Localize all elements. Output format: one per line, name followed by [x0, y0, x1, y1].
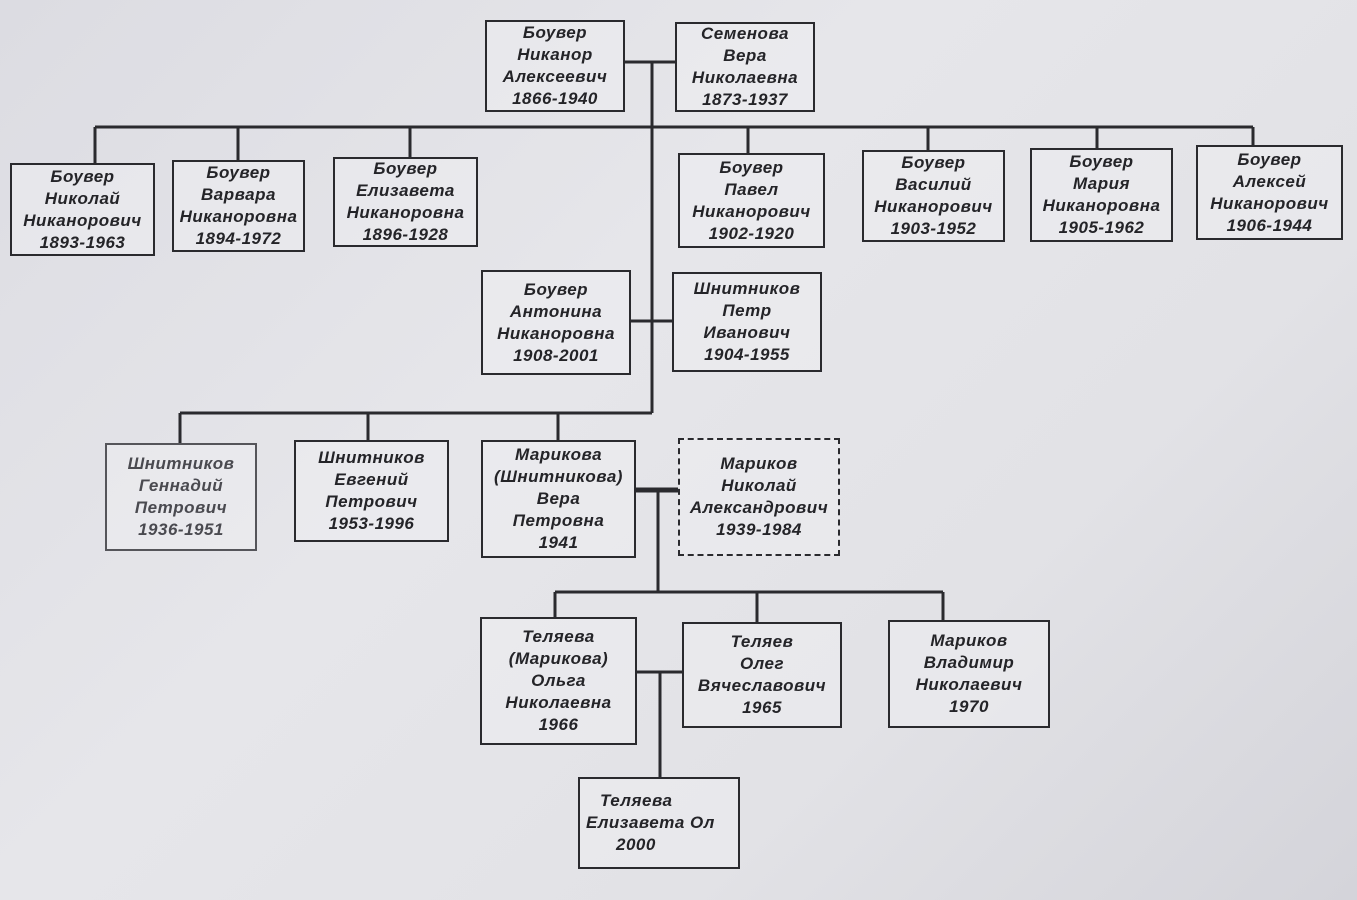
patronymic: Петрович — [325, 492, 418, 511]
years: 1893-1963 — [39, 232, 126, 252]
years: 1894-1972 — [195, 229, 282, 248]
years: 1905-1962 — [1058, 218, 1145, 237]
first-name: Антонина — [509, 301, 603, 321]
years: 1965 — [742, 698, 782, 717]
surname: Боувер — [523, 279, 589, 299]
first-name: Мария — [1072, 174, 1131, 193]
first-name: Николай — [721, 476, 797, 495]
patronymic: Никанорович — [1210, 193, 1329, 213]
surname: Теляева — [522, 627, 595, 646]
surname: Боувер — [1237, 149, 1302, 169]
patronymic: Иванович — [703, 323, 791, 342]
surname: Шнитников — [693, 279, 801, 298]
patronymic: Никанорович — [23, 210, 142, 230]
patronymic: Николаевна — [505, 693, 612, 712]
first-name: Василий — [895, 175, 972, 194]
surname: Боувер — [373, 159, 438, 178]
years: 2000 — [616, 835, 656, 854]
years: 1896-1928 — [362, 225, 449, 244]
surname: Боувер — [719, 157, 784, 177]
surname: Мариков — [720, 454, 798, 473]
patronymic: Александрович — [689, 498, 829, 517]
first-name: Алексей — [1232, 171, 1307, 191]
surname: Теляев — [730, 632, 794, 651]
patronymic: Никанорович — [874, 197, 993, 216]
surname: Боувер — [1069, 152, 1134, 171]
patronymic: Николаевна — [691, 68, 799, 87]
first-name: Варвара — [201, 185, 276, 204]
patronymic: Петровна — [512, 511, 605, 530]
patronymic: Никаноровна — [179, 207, 298, 226]
first-name: Елизавета — [356, 181, 455, 200]
first-name: Павел — [724, 179, 779, 199]
years: 1908-2001 — [513, 345, 599, 365]
patronymic: Никаноровна — [346, 203, 465, 222]
first-name: Евгений — [334, 470, 409, 489]
first-name: Николай — [44, 188, 121, 208]
surname: Боувер — [522, 23, 588, 42]
years: 1953-1996 — [328, 514, 415, 533]
first-name: Олег — [739, 654, 785, 673]
years: 1902-1920 — [708, 223, 795, 243]
surname: Боувер — [901, 153, 966, 172]
patronymic: Никаноровна — [1042, 196, 1161, 215]
surname: Боувер — [50, 166, 115, 186]
first-name: Елизавета Ол — [586, 813, 715, 832]
first-name: Ольга — [531, 671, 586, 690]
patronymic: Алексеевич — [502, 67, 608, 86]
maiden-name: (Марикова) — [508, 649, 609, 668]
first-name: Вера — [723, 46, 767, 65]
surname: Марикова — [514, 445, 603, 464]
surname: Мариков — [930, 631, 1008, 650]
surname: Боувер — [206, 163, 271, 182]
surname: Шнитников — [318, 448, 425, 467]
patronymic: Петрович — [134, 498, 228, 517]
years: 1903-1952 — [890, 219, 977, 238]
maiden-name: (Шнитникова) — [494, 467, 623, 486]
first-name: Вера — [536, 489, 581, 508]
patronymic: Вячеславович — [697, 676, 827, 695]
first-name: Владимир — [923, 653, 1015, 672]
years: 1866-1940 — [512, 89, 598, 108]
years: 1966 — [538, 715, 579, 734]
years: 1941 — [538, 533, 579, 552]
years: 1939-1984 — [716, 520, 802, 539]
first-name: Геннадий — [138, 476, 224, 495]
surname: Семенова — [701, 24, 789, 43]
years: 1904-1955 — [704, 345, 790, 364]
patronymic: Николаевич — [915, 675, 1023, 694]
years: 1936-1951 — [138, 520, 224, 539]
patronymic: Никаноровна — [497, 323, 615, 343]
surname: Шнитников — [127, 454, 235, 473]
first-name: Петр — [722, 301, 772, 320]
years: 1970 — [949, 697, 989, 716]
surname: Теляева — [600, 791, 673, 810]
years: 1906-1944 — [1226, 215, 1313, 235]
patronymic: Никанорович — [692, 201, 811, 221]
first-name: Никанор — [517, 45, 593, 64]
years: 1873-1937 — [702, 90, 788, 109]
